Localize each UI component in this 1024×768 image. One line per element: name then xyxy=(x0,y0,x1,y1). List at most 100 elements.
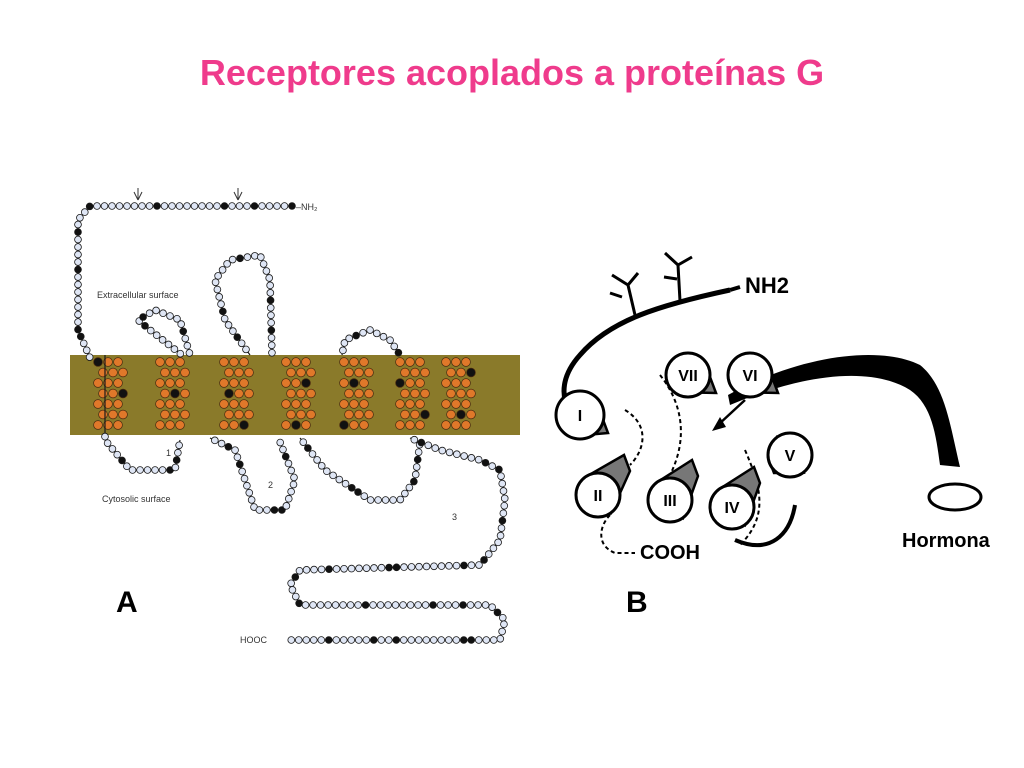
helix-residue xyxy=(93,399,103,409)
residue-bead xyxy=(347,636,356,644)
helix-residue xyxy=(165,378,175,388)
residue-bead xyxy=(500,620,508,629)
residue-bead xyxy=(414,448,423,456)
helix-residue xyxy=(155,378,165,388)
helix-residue xyxy=(234,409,244,420)
residue-bead xyxy=(377,636,386,644)
helix-residue xyxy=(93,378,103,388)
loop-1-label: 1 xyxy=(166,448,171,458)
helix-4: IV xyxy=(708,465,762,531)
residue-bead xyxy=(291,592,300,601)
helix-residue xyxy=(400,367,410,378)
helix-residue xyxy=(405,378,415,388)
residue-bead xyxy=(340,339,349,347)
residue-bead xyxy=(238,467,246,476)
residue-bead xyxy=(224,443,233,451)
residue-bead xyxy=(354,601,362,609)
helix-residue xyxy=(461,420,471,430)
residue-bead xyxy=(410,477,418,486)
residue-bead xyxy=(215,293,224,301)
helix-residue xyxy=(364,367,374,378)
helix-residue xyxy=(108,367,118,378)
residue-bead xyxy=(284,494,293,503)
helix-residue xyxy=(296,409,306,420)
arrow-to-pocket xyxy=(717,399,746,426)
helix-7: VII xyxy=(664,351,718,399)
residue-bead xyxy=(265,202,274,210)
residue-bead xyxy=(243,481,251,490)
residue-bead xyxy=(113,450,122,459)
helix-residue xyxy=(349,420,359,430)
helix-residue xyxy=(395,420,405,430)
residue-bead xyxy=(480,556,488,564)
residue-bead xyxy=(385,563,393,572)
helix-residue xyxy=(410,409,420,420)
residue-bead xyxy=(152,306,160,315)
residue-bead xyxy=(392,563,401,572)
residue-bead xyxy=(323,467,331,476)
helix-residue xyxy=(103,378,113,388)
residue-bead xyxy=(213,285,222,294)
residue-bead xyxy=(309,601,317,609)
residue-bead xyxy=(347,564,356,573)
residue-bead xyxy=(181,334,190,343)
residue-bead xyxy=(288,202,296,210)
helix-residue xyxy=(359,378,369,388)
residue-bead xyxy=(284,459,293,468)
residue-bead xyxy=(240,474,249,483)
residue-bead xyxy=(436,601,445,609)
helix-residue xyxy=(103,399,113,409)
residue-bead xyxy=(386,336,394,344)
residue-bead xyxy=(370,564,378,572)
nh2-terminus-label: –NH₂ xyxy=(296,202,318,212)
residue-bead xyxy=(265,274,273,282)
residue-bead xyxy=(332,636,341,644)
residue-bead xyxy=(339,601,347,609)
residue-bead xyxy=(185,349,194,357)
residue-bead xyxy=(384,636,393,644)
residue-bead xyxy=(390,342,399,351)
helix-residue xyxy=(456,367,466,378)
glycosylation-marks xyxy=(133,188,243,201)
residue-bead xyxy=(251,252,259,260)
residue-bead xyxy=(211,436,219,445)
helix-residue xyxy=(415,399,425,409)
residue-bead xyxy=(166,312,174,320)
helix-residue xyxy=(108,409,118,420)
residue-bead xyxy=(138,202,146,210)
residue-bead xyxy=(475,561,483,569)
residue-bead xyxy=(190,202,199,210)
helix-residue xyxy=(291,378,301,388)
residue-bead xyxy=(302,636,311,644)
residue-bead xyxy=(218,266,227,274)
residue-bead xyxy=(324,636,333,644)
residue-bead xyxy=(489,544,498,553)
helix-residue xyxy=(180,388,190,399)
residue-bead xyxy=(233,333,242,341)
helix-residue xyxy=(451,378,461,388)
residue-bead xyxy=(497,472,505,480)
residue-bead xyxy=(219,307,227,316)
residue-bead xyxy=(445,448,454,457)
residue-bead xyxy=(429,601,437,609)
helix-residue xyxy=(291,420,301,430)
residue-bead xyxy=(376,601,385,609)
residue-beads xyxy=(74,202,509,644)
residue-bead xyxy=(291,573,300,581)
helix-residue xyxy=(113,357,123,367)
helix-residue xyxy=(291,399,301,409)
residue-bead xyxy=(211,278,220,287)
helix-residue xyxy=(98,409,108,420)
helix-residue xyxy=(93,420,103,430)
residue-bead xyxy=(391,601,400,609)
diagram-a-snake-plot: –NH₂ Extracellular surface Cytosolic sur… xyxy=(70,188,520,645)
residue-bead xyxy=(399,636,408,644)
residue-bead xyxy=(282,502,291,510)
helix-residue xyxy=(155,399,165,409)
helix-residue xyxy=(400,409,410,420)
helix-residue xyxy=(239,357,249,367)
helix-residue xyxy=(400,388,410,399)
residue-bead xyxy=(424,441,433,450)
helix-residue xyxy=(364,388,374,399)
